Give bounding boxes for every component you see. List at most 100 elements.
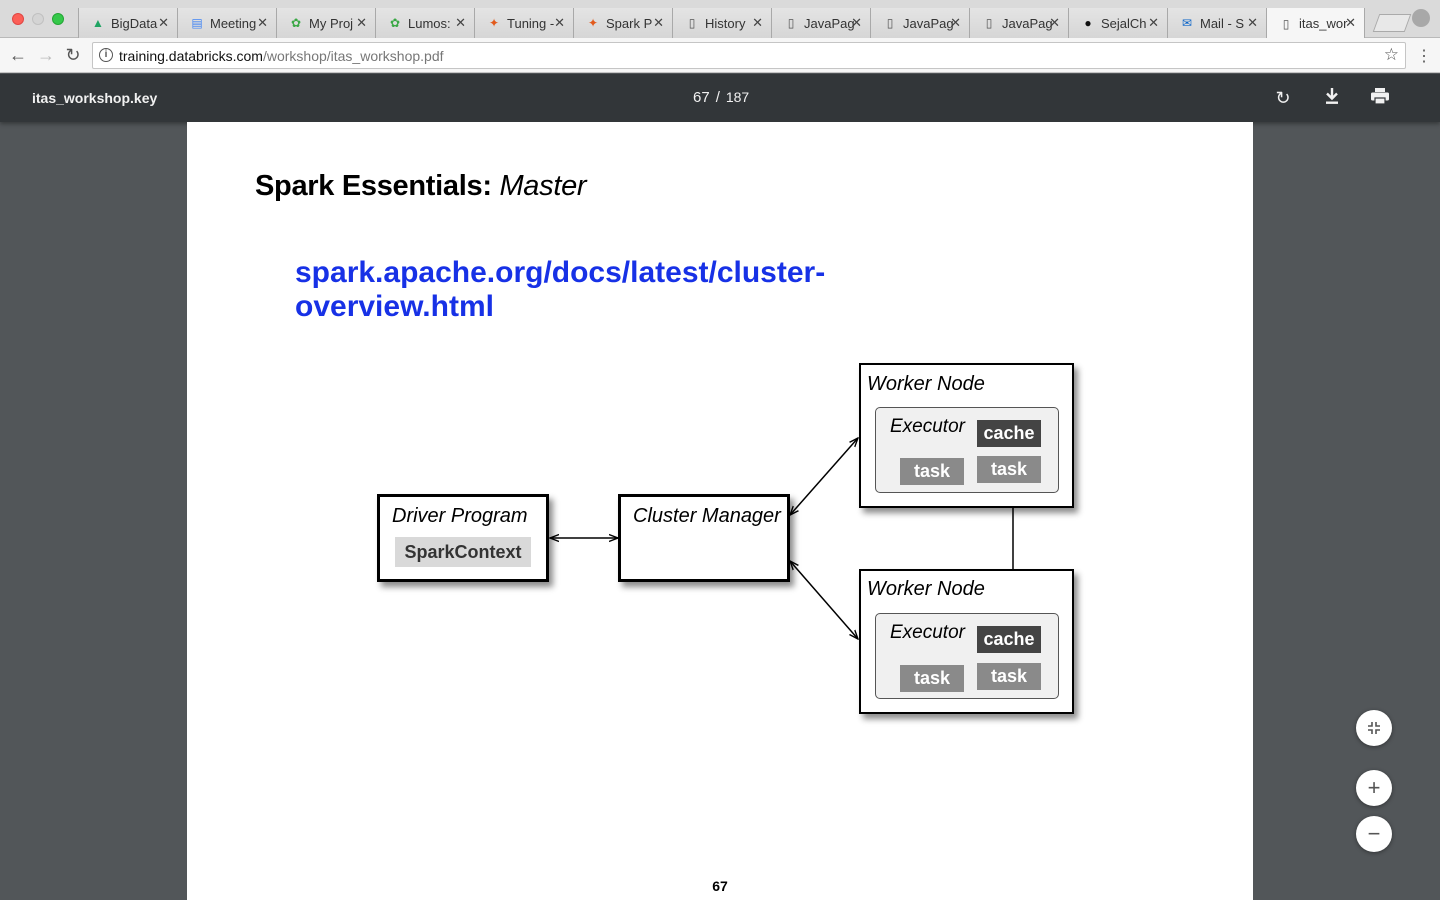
cluster-manager-title: Cluster Manager [633,505,781,527]
browser-tab[interactable]: ▤ Meeting✕ [177,8,276,38]
worker-node-1-title: Worker Node [867,373,985,395]
fit-to-page-icon[interactable] [1356,710,1392,746]
total-pages: 187 [725,89,750,105]
browser-tab-label: My Proj [309,15,354,31]
close-tab-icon[interactable]: ✕ [158,15,169,30]
close-tab-icon[interactable]: ✕ [851,15,862,30]
worker-node-2-box: Worker Node Executor cache task task [859,569,1074,714]
current-page-input[interactable]: 67 [693,89,710,106]
worker-2-task-2: task [977,663,1041,690]
page-icon: ▯ [688,16,696,30]
google-docs-icon: ▤ [191,16,203,30]
worker-1-cache: cache [977,420,1041,447]
browser-tab[interactable]: ✦Spark P✕ [573,8,672,38]
executor-2-box: Executor cache task task [875,613,1059,699]
close-tab-icon[interactable]: ✕ [1148,15,1159,30]
spark-context-label: SparkContext [395,537,531,567]
executor-2-label: Executor [890,622,965,643]
download-icon[interactable] [1321,87,1343,109]
close-tab-icon[interactable]: ✕ [752,15,763,30]
pdf-document-title: itas_workshop.key [32,90,158,106]
worker-1-task-2: task [977,456,1041,483]
browser-tab-label: JavaPag [903,15,954,31]
browser-tab-strip: ▲BigData✕▤Meeting✕✿My Proj✕✿Lumos:✕✦Tuni… [0,0,1440,39]
slide-title: Spark Essentials: Master [255,170,587,203]
browser-tab-label: JavaPag [804,15,855,31]
executor-1-label: Executor [890,416,965,437]
browser-tab[interactable]: ● SejalCh✕ [1068,8,1167,38]
url-host: training.databricks.com [119,48,263,64]
browser-tab-label: JavaPag [1002,15,1053,31]
pdf-viewer-toolbar: itas_workshop.key 67 / 187 ↻ [0,74,1440,122]
close-tab-icon[interactable]: ✕ [1247,15,1258,30]
bookmark-star-icon[interactable]: ☆ [1383,45,1399,64]
slide-page-number: 67 [712,878,728,894]
browser-tab-label: Lumos: [408,15,451,31]
spark-star-icon: ✦ [587,16,599,30]
close-window-button[interactable] [12,13,24,25]
rotate-icon[interactable]: ↻ [1275,88,1291,108]
print-icon[interactable] [1369,87,1391,109]
url-path: /workshop/itas_workshop.pdf [262,48,444,64]
leaf-icon: ✿ [389,16,401,30]
worker-1-task-1: task [900,458,964,485]
driver-program-title: Driver Program [392,505,528,527]
cluster-overview-link[interactable]: spark.apache.org/docs/latest/cluster- ov… [295,256,935,324]
url-text[interactable]: training.databricks.com/workshop/itas_wo… [119,48,444,64]
zoom-out-icon[interactable]: − [1356,816,1392,852]
worker-node-2-title: Worker Node [867,578,985,600]
leaf-icon: ✿ [290,16,302,30]
page-icon: ▯ [787,16,795,30]
github-icon: ● [1084,16,1092,30]
page-icon: ▯ [1282,16,1290,31]
browser-tab[interactable]: ✦Tuning -✕ [474,8,573,38]
browser-tab[interactable]: ▯ History ✕ [672,8,771,38]
link-line-1: spark.apache.org/docs/latest/cluster- [295,256,826,289]
close-tab-icon[interactable]: ✕ [356,15,367,30]
page-icon: ▯ [985,16,993,30]
driver-program-box: Driver Program SparkContext [377,494,549,582]
browser-tab[interactable]: ✿ My Proj✕ [276,8,375,38]
back-arrow-icon[interactable]: ← [9,45,27,65]
browser-tab[interactable]: ▯ JavaPag✕ [969,8,1068,38]
executor-1-box: Executor cache task task [875,407,1059,493]
reload-icon[interactable]: ↻ [65,45,81,65]
address-bar[interactable]: i training.databricks.com/workshop/itas_… [92,42,1406,69]
browser-tab[interactable]: ▯itas_wor✕ [1266,8,1365,39]
arrow-cluster-worker2 [790,561,858,639]
close-tab-icon[interactable]: ✕ [257,15,268,30]
browser-tab[interactable]: ✿ Lumos: ✕ [375,8,474,38]
page-icon: ▯ [886,16,894,30]
zoom-in-icon[interactable]: + [1356,770,1392,806]
new-tab-button[interactable] [1372,14,1412,32]
cluster-manager-box: Cluster Manager [618,494,790,582]
minimize-window-button[interactable] [32,13,44,25]
slide-title-italic: Master [499,170,587,202]
forward-arrow-icon[interactable]: → [37,45,55,65]
maximize-window-button[interactable] [52,13,64,25]
close-tab-icon[interactable]: ✕ [455,15,466,30]
pdf-page: Spark Essentials: Master spark.apache.or… [187,122,1253,900]
close-tab-icon[interactable]: ✕ [1345,15,1356,30]
site-info-icon[interactable]: i [99,48,113,62]
browser-tab[interactable]: ▯ JavaPag✕ [771,8,870,38]
mail-icon: ✉ [1181,16,1193,30]
close-tab-icon[interactable]: ✕ [1049,15,1060,30]
worker-2-cache: cache [977,626,1041,653]
browser-tab-label: SejalCh [1101,15,1147,31]
browser-tab-label: History [705,15,746,31]
browser-tab[interactable]: ▲BigData✕ [78,8,177,38]
close-tab-icon[interactable]: ✕ [554,15,565,30]
arrow-cluster-worker1 [790,438,858,515]
worker-node-1-box: Worker Node Executor cache task task [859,363,1074,508]
page-separator: / [715,89,720,106]
browser-tab-label: Meeting [210,15,257,31]
close-tab-icon[interactable]: ✕ [950,15,961,30]
browser-tab[interactable]: ▯ JavaPag✕ [870,8,969,38]
profile-avatar-icon[interactable] [1412,9,1430,27]
slide-title-bold: Spark Essentials: [255,170,492,202]
close-tab-icon[interactable]: ✕ [653,15,664,30]
browser-tab[interactable]: ✉Mail - S✕ [1167,8,1266,38]
worker-2-task-1: task [900,665,964,692]
browser-menu-icon[interactable]: ⋮ [1416,48,1432,65]
